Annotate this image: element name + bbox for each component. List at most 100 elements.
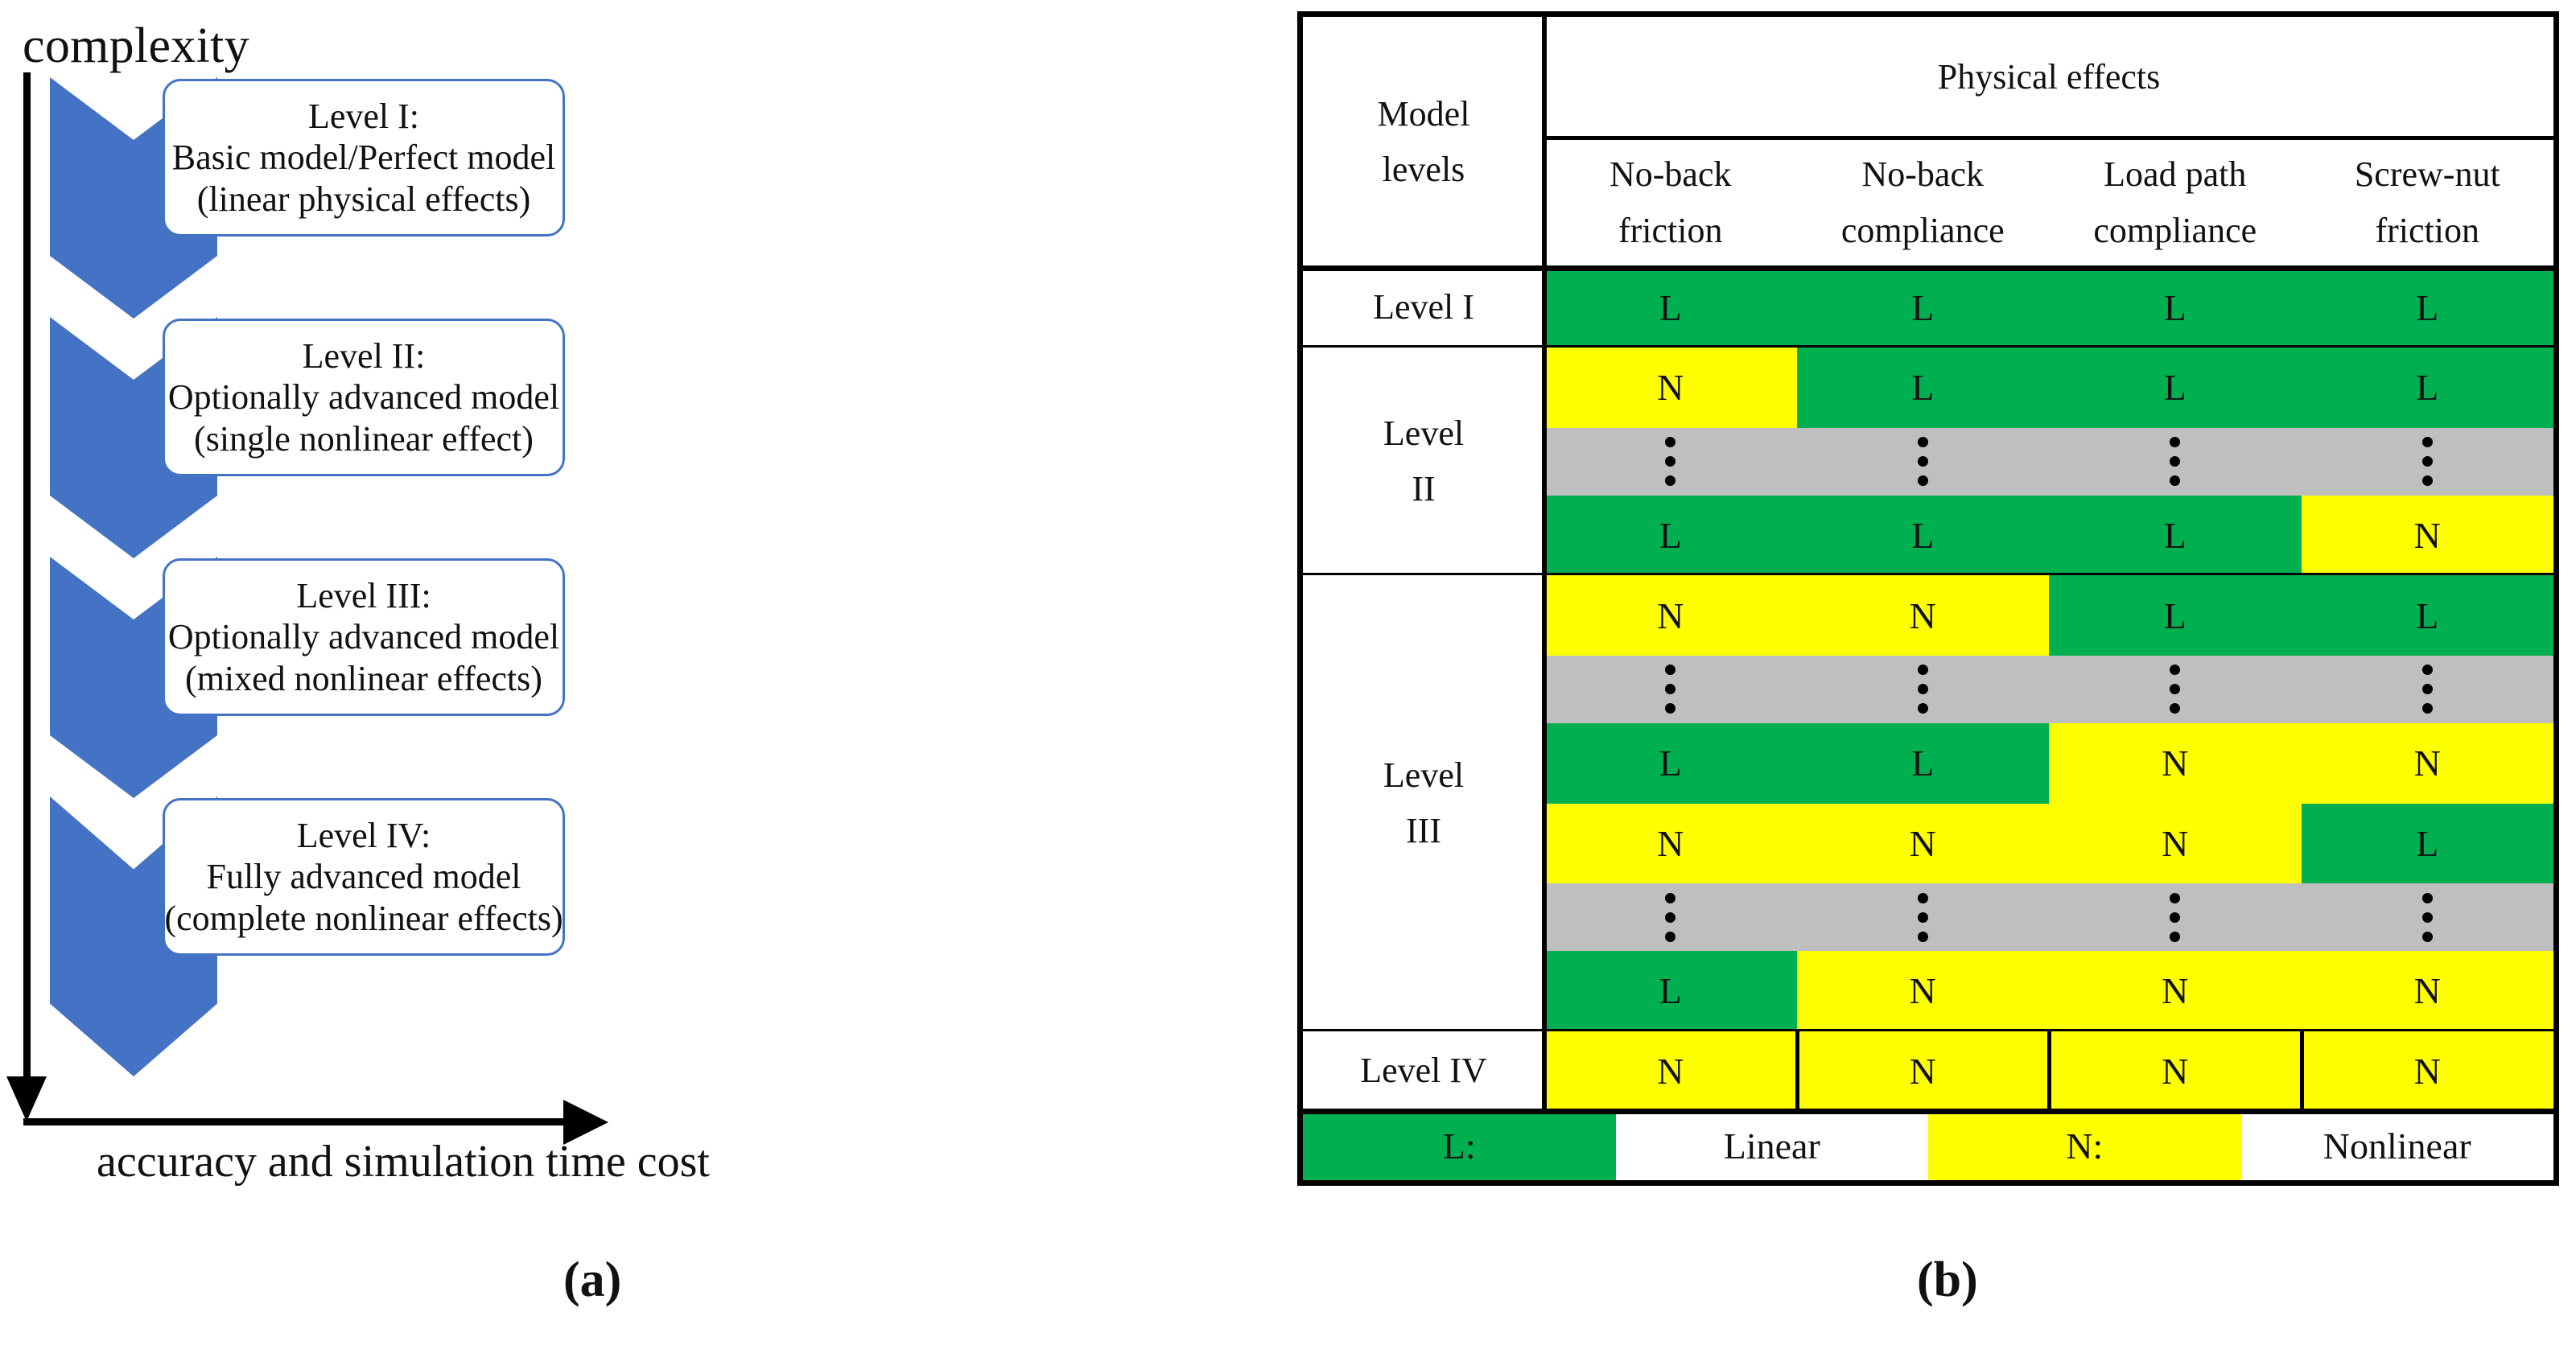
level-row-label-4: Level IV bbox=[1303, 1031, 1544, 1111]
table-cell-3-4-3: N bbox=[2162, 822, 2189, 864]
table-cell-1-1-1: L bbox=[1659, 287, 1682, 329]
row-header-model-levels-line1: Model bbox=[1377, 94, 1470, 134]
level-card-3-note: (mixed nonlinear effects) bbox=[185, 658, 542, 698]
vertical-ellipsis-icon bbox=[2302, 428, 2554, 496]
column-header-3-line2: compliance bbox=[2093, 211, 2257, 250]
column-header-4-line2: friction bbox=[2375, 211, 2479, 250]
table-cell-4-1-1: N bbox=[1657, 1050, 1684, 1092]
column-header-1-line1: No-back bbox=[1609, 154, 1732, 195]
table-rule-horizontal bbox=[1303, 265, 2553, 271]
column-group-header-physical-effects: Physical effects bbox=[1937, 57, 2161, 97]
vertical-ellipsis-icon bbox=[1797, 428, 2050, 496]
table-cell-2-1-1: N bbox=[1657, 367, 1684, 409]
level-card-4-title: Level IV: bbox=[296, 816, 431, 856]
table-cell-3-1-3: L bbox=[2163, 595, 2187, 636]
level-card-2-name: Optionally advanced model bbox=[167, 377, 560, 418]
level-card-2-note: (single nonlinear effect) bbox=[194, 418, 534, 459]
table-cell-3-1-4: L bbox=[2416, 595, 2439, 636]
x-axis-label: accuracy and simulation time cost bbox=[97, 1137, 710, 1187]
ellipsis-dot bbox=[2170, 892, 2181, 903]
row-header-model-levels: Model levels bbox=[1303, 17, 1544, 268]
ellipsis-dot bbox=[2421, 703, 2433, 714]
cell-fill-2-1-2 bbox=[1796, 348, 2553, 428]
vertical-ellipsis-icon bbox=[1797, 883, 2050, 951]
level-card-2-title: Level II: bbox=[302, 336, 426, 377]
table-cell-2-3-4: N bbox=[2413, 515, 2441, 557]
level-row-label-4-line1: Level IV bbox=[1360, 1051, 1487, 1091]
vertical-ellipsis-icon bbox=[2049, 428, 2302, 496]
ellipsis-dot bbox=[2421, 475, 2433, 487]
level-card-3[interactable]: Level III: Optionally advanced model (mi… bbox=[163, 558, 565, 716]
table-cell-3-4-1: N bbox=[1657, 822, 1684, 864]
cell-fill-2-1-1 bbox=[1544, 348, 1797, 428]
column-header-4: Screw-nut friction bbox=[2302, 138, 2554, 268]
level-row-label-1: Level I bbox=[1303, 268, 1544, 348]
table-cell-3-1-2: N bbox=[1909, 595, 1936, 636]
ellipsis-dot bbox=[1665, 437, 1676, 448]
cell-fill-3-6-2 bbox=[1796, 951, 2553, 1031]
cell-fill-2-2-1 bbox=[1544, 427, 2553, 496]
level-row-label-2-line2: II bbox=[1412, 468, 1436, 508]
table-rule-horizontal bbox=[1303, 1109, 2553, 1114]
vertical-ellipsis-icon bbox=[2049, 883, 2302, 951]
ellipsis-dot bbox=[2170, 665, 2181, 676]
table-cell-2-3-1: L bbox=[1659, 515, 1682, 557]
vertical-ellipsis-icon bbox=[1544, 883, 1797, 951]
ellipsis-dot bbox=[1665, 456, 1676, 467]
level-card-1-title: Level I: bbox=[307, 97, 420, 137]
ellipsis-dot bbox=[2421, 456, 2433, 467]
cell-fill-3-4-1 bbox=[1544, 803, 2302, 883]
cell-fill-3-2-1 bbox=[1544, 655, 2553, 724]
legend-item-4: Nonlinear bbox=[2240, 1111, 2553, 1180]
vertical-axis-line bbox=[23, 72, 31, 1102]
horizontal-axis-line bbox=[23, 1118, 579, 1125]
table-rule-vertical bbox=[2299, 1031, 2304, 1111]
level-row-label-1-line1: Level I bbox=[1373, 287, 1474, 327]
caption-b: (b) bbox=[1917, 1253, 1978, 1307]
level-row-label-3-line2: III bbox=[1406, 810, 1441, 850]
level-card-2[interactable]: Level II: Optionally advanced model (sin… bbox=[163, 319, 565, 476]
table-cell-1-1-4: L bbox=[2416, 287, 2439, 329]
ellipsis-dot bbox=[1665, 892, 1676, 903]
vertical-ellipsis-icon bbox=[2302, 656, 2554, 723]
cell-fill-2-3-2 bbox=[2301, 496, 2553, 576]
level-card-1[interactable]: Level I: Basic model/Perfect model (line… bbox=[163, 79, 565, 237]
table-cell-2-3-2: L bbox=[1911, 515, 1935, 557]
row-header-model-levels-line2: levels bbox=[1382, 150, 1465, 189]
ellipsis-dot bbox=[1665, 931, 1676, 942]
cell-fill-3-4-2 bbox=[2301, 803, 2553, 883]
table-rule-vertical bbox=[1542, 17, 1547, 1111]
ellipsis-dot bbox=[2421, 665, 2433, 676]
ellipsis-dot bbox=[2170, 703, 2181, 714]
table-cell-1-1-2: L bbox=[1911, 287, 1935, 329]
table-cell-3-6-1: L bbox=[1659, 970, 1682, 1012]
level-card-3-title: Level III: bbox=[296, 576, 431, 616]
ellipsis-dot bbox=[1917, 892, 1928, 903]
cell-fill-3-6-1 bbox=[1544, 951, 1797, 1031]
table-cell-3-6-2: N bbox=[1909, 970, 1936, 1012]
cell-fill-3-1-1 bbox=[1544, 575, 2049, 656]
ellipsis-dot bbox=[2170, 456, 2181, 467]
ellipsis-dot bbox=[1917, 456, 1928, 467]
table-cell-3-3-1: L bbox=[1659, 743, 1682, 784]
table-cell-4-1-2: N bbox=[1909, 1050, 1936, 1092]
cell-fill-3-1-2 bbox=[2049, 575, 2553, 656]
level-card-1-note: (linear physical effects) bbox=[196, 179, 531, 219]
ellipsis-dot bbox=[1917, 665, 1928, 676]
column-header-4-line1: Screw-nut bbox=[2354, 154, 2500, 195]
cell-fill-3-3-1 bbox=[1544, 723, 2049, 804]
ellipsis-dot bbox=[2170, 931, 2181, 942]
ellipsis-dot bbox=[1917, 684, 1928, 695]
ellipsis-dot bbox=[1665, 911, 1676, 923]
table-cell-3-6-4: N bbox=[2413, 970, 2441, 1012]
table-cell-4-1-4: N bbox=[2413, 1050, 2441, 1092]
table-rule-horizontal bbox=[1544, 136, 2553, 140]
vertical-ellipsis-icon bbox=[2302, 883, 2554, 951]
level-card-4[interactable]: Level IV: Fully advanced model (complete… bbox=[163, 798, 565, 956]
vertical-ellipsis-icon bbox=[1544, 656, 1797, 723]
